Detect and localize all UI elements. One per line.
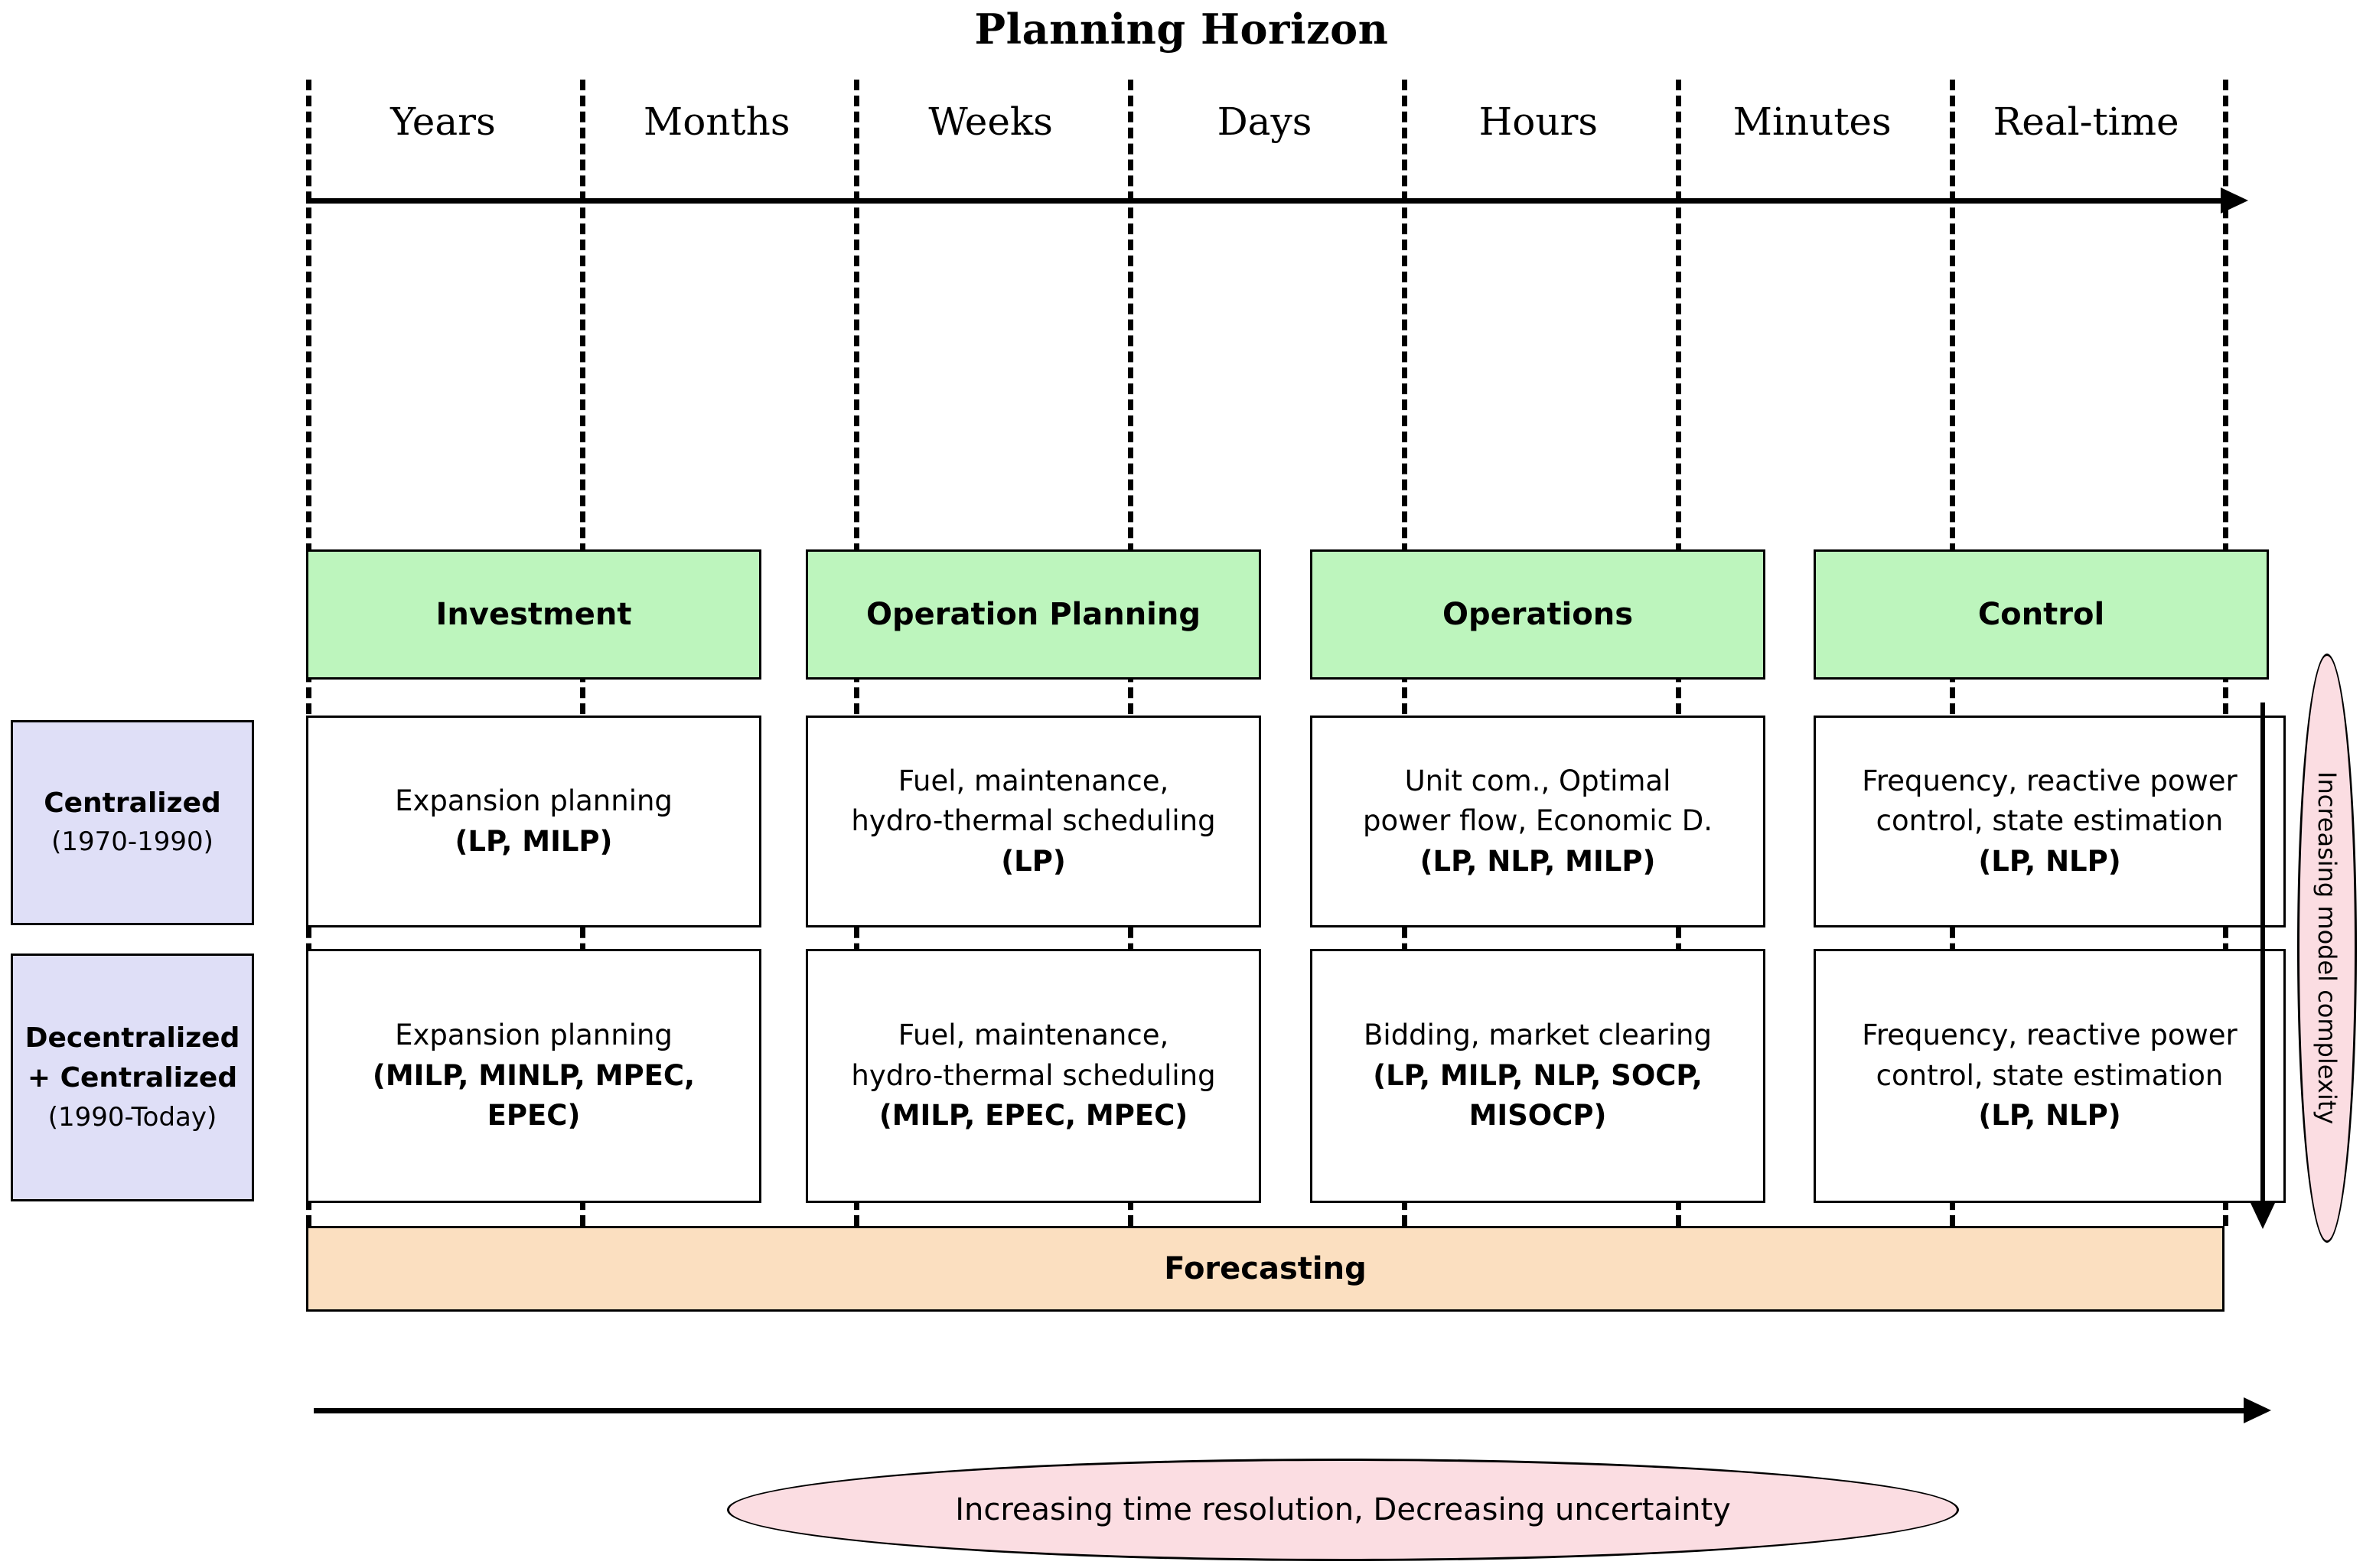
era-label-centralized[interactable]: Centralized (1970-1990) [11, 720, 254, 925]
timeline-axis-line [306, 198, 2227, 204]
timeline-label-months: Months [644, 99, 790, 144]
cell-decentralized-investment[interactable]: Expansion planning (MILP, MINLP, MPEC,EP… [306, 949, 761, 1203]
era-label-centralized-name: Centralized [44, 787, 221, 820]
annotation-model-complexity-label: Increasing model complexity [2312, 771, 2342, 1125]
annotation-model-complexity: Increasing model complexity [2297, 654, 2357, 1243]
cell-models: (MILP, MINLP, MPEC,EPEC) [372, 1058, 696, 1133]
era-label-centralized-years: (1970-1990) [51, 826, 213, 858]
era-label-decentralized[interactable]: Decentralized + Centralized (1990-Today) [11, 954, 254, 1201]
timeline-label-years: Years [390, 99, 496, 144]
phase-box-operation-planning[interactable]: Operation Planning [806, 549, 1261, 680]
cell-centralized-investment[interactable]: Expansion planning (LP, MILP) [306, 716, 761, 927]
complexity-arrow-icon [2251, 1203, 2275, 1229]
timeline-label-row: Years Months Weeks Days Hours Minutes Re… [306, 90, 2223, 153]
cell-models: (LP, NLP) [1978, 844, 2121, 878]
timeline-label-weeks: Weeks [928, 99, 1053, 144]
cell-desc: Fuel, maintenance,hydro-thermal scheduli… [851, 1019, 1216, 1092]
cell-models: (LP, NLP, MILP) [1419, 844, 1656, 878]
cell-desc: Fuel, maintenance,hydro-thermal scheduli… [851, 764, 1216, 838]
resolution-axis-line [314, 1408, 2250, 1413]
cell-desc: Expansion planning [395, 1019, 673, 1052]
annotation-time-resolution: Increasing time resolution, Decreasing u… [727, 1459, 1959, 1561]
cell-decentralized-operations[interactable]: Bidding, market clearing (LP, MILP, NLP,… [1310, 949, 1765, 1203]
phase-box-operations[interactable]: Operations [1310, 549, 1765, 680]
phase-box-control[interactable]: Control [1814, 549, 2269, 680]
timeline-label-realtime: Real-time [1993, 99, 2179, 144]
timeline-label-days: Days [1217, 99, 1312, 144]
cell-models: (LP) [1001, 844, 1066, 878]
phase-box-investment[interactable]: Investment [306, 549, 761, 680]
cell-models: (MILP, EPEC, MPEC) [878, 1099, 1188, 1133]
cell-centralized-operation-planning[interactable]: Fuel, maintenance,hydro-thermal scheduli… [806, 716, 1261, 927]
complexity-axis-line [2260, 703, 2265, 1208]
timeline-label-minutes: Minutes [1732, 99, 1892, 144]
cell-desc: Expansion planning [395, 784, 673, 817]
era-label-decentralized-name-line1: Decentralized [24, 1022, 240, 1055]
cell-desc: Bidding, market clearing [1364, 1019, 1712, 1052]
cell-models: (LP, MILP, NLP, SOCP,MISOCP) [1373, 1058, 1703, 1133]
page-title: Planning Horizon [974, 5, 1389, 54]
forecasting-bar[interactable]: Forecasting [306, 1226, 2224, 1312]
era-label-decentralized-years: (1990-Today) [47, 1101, 217, 1133]
cell-models: (LP, NLP) [1978, 1099, 2121, 1133]
resolution-arrow-icon [2244, 1397, 2271, 1423]
cell-decentralized-operation-planning[interactable]: Fuel, maintenance,hydro-thermal scheduli… [806, 949, 1261, 1203]
era-label-decentralized-name-line2: + Centralized [27, 1062, 238, 1094]
timeline-label-hours: Hours [1478, 99, 1599, 144]
cell-models: (LP, MILP) [455, 824, 613, 858]
